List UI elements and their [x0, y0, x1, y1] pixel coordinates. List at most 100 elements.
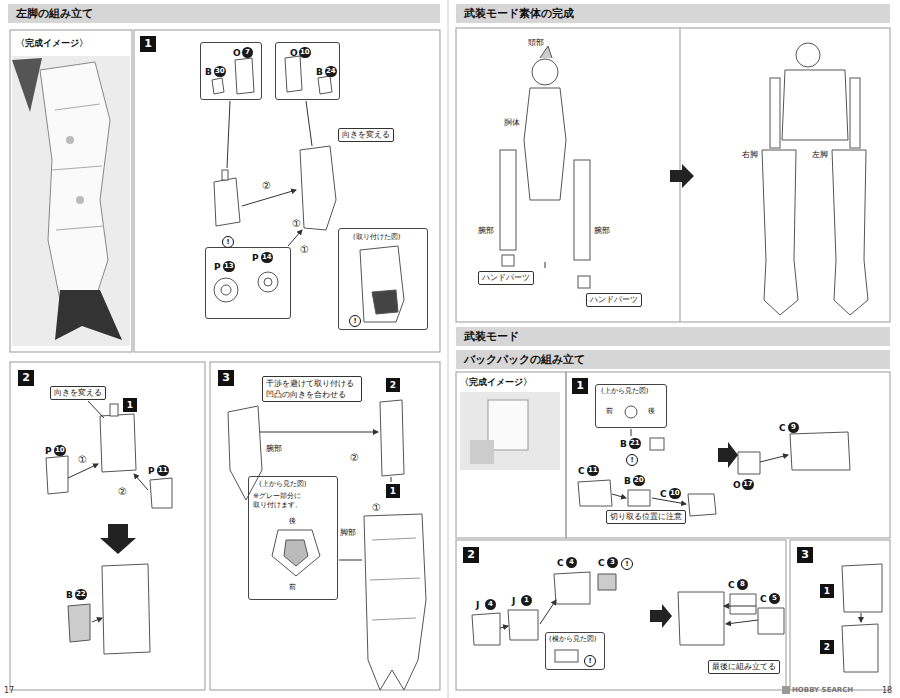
node-text: 2 — [390, 380, 396, 390]
view-text: 後 — [289, 517, 296, 526]
part-letter: J — [476, 600, 479, 611]
node-text: 1 — [824, 586, 830, 596]
part-number: 11 — [157, 465, 169, 476]
step-reference: 2 — [386, 378, 400, 392]
part-name-box: ハンドパーツ — [586, 293, 642, 307]
illustration-shape — [574, 160, 590, 260]
illustration-shape — [360, 246, 404, 322]
node-text: 2 — [824, 642, 830, 652]
illustration-shape — [762, 150, 798, 315]
illustration-shape — [110, 404, 118, 416]
step1-parts — [212, 56, 404, 322]
step-number: 1 — [140, 36, 156, 52]
note-box: 向きを変える — [338, 128, 394, 142]
illustration-shape — [380, 400, 404, 476]
node-text: 3 — [801, 548, 809, 561]
part-letter: B — [624, 476, 631, 487]
part-number: 11 — [587, 465, 599, 476]
view-frame: (上から見た図)※グレー部分に 取り付けます。後前 — [248, 476, 338, 600]
illustration-shape — [796, 43, 820, 67]
watermark: HOBBY SEARCH — [792, 686, 853, 695]
part-name: 腕部 — [594, 226, 610, 236]
watermark-logo — [782, 686, 790, 694]
step-reference: 1 — [820, 584, 834, 598]
part-name: 胴体 — [504, 118, 520, 128]
step-number: 3 — [797, 547, 813, 563]
illustration-shape — [372, 290, 398, 314]
illustration-shape — [100, 414, 136, 472]
illustration-shape — [66, 136, 74, 144]
part-number: 10 — [54, 445, 66, 456]
node-text: 最後に組み立てる — [712, 662, 776, 671]
illustration-shape — [650, 438, 664, 450]
node-text: 武装モード素体の完成 — [464, 7, 574, 20]
part-number: 3 — [607, 557, 618, 568]
part-frame: O7B30 — [200, 42, 262, 100]
warning-mark: ! — [621, 558, 633, 570]
illustration-shape — [221, 285, 231, 295]
part-letter: O — [233, 48, 241, 59]
illustration-shape — [272, 530, 320, 576]
illustration-shape — [540, 600, 556, 624]
part-number: 20 — [633, 475, 645, 486]
part-letter: P — [45, 446, 52, 457]
illustration-shape — [46, 456, 68, 494]
backpack-parts — [472, 406, 882, 672]
illustration-shape — [524, 88, 566, 200]
note-box: 向きを変える — [50, 386, 106, 400]
step-order-number: ② — [118, 486, 127, 498]
part-number: 4 — [566, 557, 577, 568]
part-number: 30 — [214, 66, 226, 77]
part-frame: P13P14 — [205, 247, 291, 319]
note-box: 切り取る位置に注意 — [606, 510, 686, 524]
illustration-shape — [555, 650, 578, 662]
illustration-shape — [726, 620, 758, 624]
illustration-shape — [339, 560, 362, 561]
part-letter: O — [733, 480, 741, 491]
node-text: 干渉を避けて取り付ける 凹凸の向きを合わせる — [266, 379, 354, 399]
part-number: 21 — [629, 438, 641, 449]
illustration-shape — [631, 429, 632, 436]
part-letter: P — [148, 466, 155, 477]
illustration-shape — [391, 477, 392, 482]
section-header: 武装モード — [456, 327, 890, 346]
warning-mark: ! — [349, 315, 361, 327]
illustration-shape — [227, 101, 230, 168]
step-order-number: ① — [292, 218, 301, 230]
illustration-shape — [228, 406, 262, 500]
illustration-shape — [448, 0, 449, 698]
view-frame: (取り付けた図)! — [338, 228, 428, 330]
image-heading: 〈完成イメージ〉 — [16, 38, 88, 49]
illustration-shape — [318, 76, 332, 94]
illustration-shape — [678, 592, 724, 645]
page-number: 17 — [4, 686, 14, 696]
part-letter: C — [578, 466, 585, 477]
step-order-number: ② — [350, 452, 359, 464]
node-text: 2 — [467, 548, 475, 561]
illustration-shape — [150, 478, 172, 508]
part-name: 脚部 — [340, 528, 356, 538]
illustration-shape — [285, 56, 302, 92]
illustration-shape — [566, 372, 890, 538]
step3-parts — [228, 400, 426, 690]
node-text: 1 — [144, 37, 152, 50]
node-text: 1 — [390, 486, 396, 496]
illustration-shape — [134, 30, 440, 352]
part-letter: C — [598, 558, 605, 569]
illustration-shape — [861, 613, 862, 622]
node-text: バックパックの組み立て — [464, 353, 585, 366]
illustration-shape — [760, 455, 788, 462]
node-text: 向きを変える — [342, 130, 390, 139]
part-number: 17 — [742, 479, 754, 490]
node-text: 3 — [222, 371, 230, 384]
part-name: 左脚 — [812, 150, 828, 160]
illustration-shape — [738, 452, 760, 474]
illustration-shape — [306, 101, 312, 146]
illustration-shape — [625, 406, 637, 418]
illustration-shape — [652, 498, 686, 504]
illustration-shape — [52, 104, 104, 230]
illustration-shape — [134, 474, 148, 490]
step-number: 2 — [18, 370, 34, 386]
illustration-shape — [724, 606, 756, 607]
node-text: 1 — [127, 400, 133, 410]
